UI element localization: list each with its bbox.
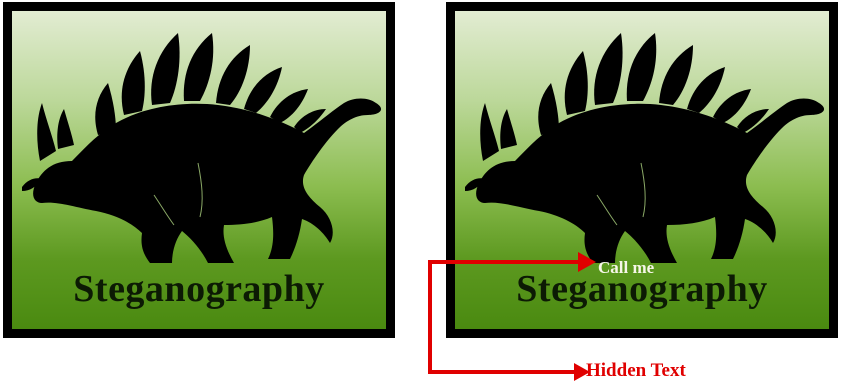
stego-caption: Steganography [516,268,768,310]
original-image: Steganography [12,11,386,329]
stego-image-panel: Call me Steganography [446,2,838,338]
original-caption: Steganography [73,268,325,310]
original-image-panel: Steganography [3,2,395,338]
hidden-message-text: Call me [598,258,655,277]
stego-image: Call me Steganography [455,11,829,329]
hidden-text-label: Hidden Text [586,360,686,381]
